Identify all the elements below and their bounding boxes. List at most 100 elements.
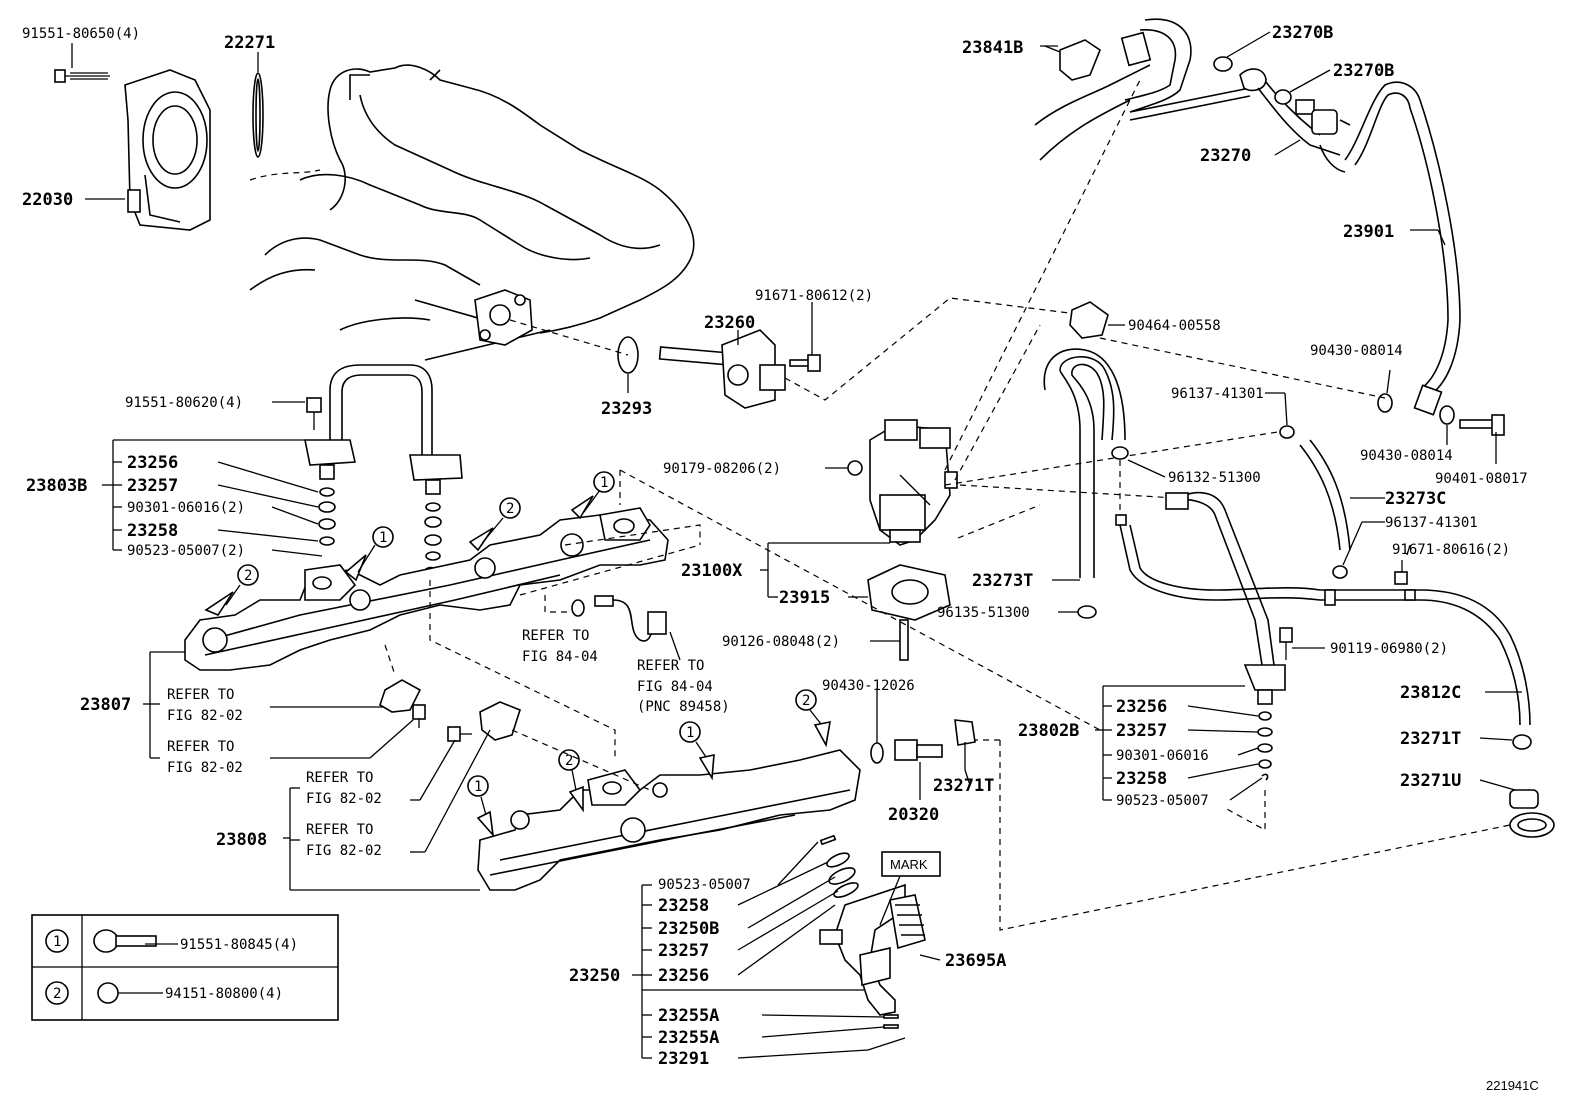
- label-96137-41301-a: 96137-41301: [1171, 386, 1264, 402]
- label-23257-left: 23257: [127, 476, 178, 496]
- label-23256-left: 23256: [127, 453, 178, 473]
- fig-82-02-3: FIG 82-02: [306, 791, 382, 807]
- label-23915: 23915: [779, 588, 830, 608]
- diagram-id: 221941C: [1486, 1078, 1539, 1093]
- label-90430-08014-a: 90430-08014: [1310, 343, 1403, 359]
- label-90126-08048: 90126-08048(2): [722, 634, 840, 650]
- label-23803B: 23803B: [26, 476, 87, 496]
- label-23271T-mid: 23271T: [933, 776, 994, 796]
- label-90401-08017: 90401-08017: [1435, 471, 1528, 487]
- label-23250B: 23250B: [658, 919, 719, 939]
- label-23802B: 23802B: [1018, 721, 1079, 741]
- label-90523-05007-bottom: 90523-05007: [658, 877, 751, 893]
- fig-82-02-2: FIG 82-02: [167, 760, 243, 776]
- label-23695A: 23695A: [945, 951, 1006, 971]
- intake-manifold-outline: [249, 64, 695, 361]
- label-23270: 23270: [1200, 146, 1251, 166]
- fuel-rail-23807: [184, 469, 1101, 760]
- gasket-22271: [252, 52, 264, 158]
- fig-84-04-2: FIG 84-04: [637, 679, 713, 695]
- part-labels: 91551-80650(4) 22271 22030 23841B 23270B…: [22, 23, 1539, 1093]
- label-23273T: 23273T: [972, 571, 1033, 591]
- label-90301-06016-left: 90301-06016(2): [127, 500, 245, 516]
- callout-2-c: 2: [565, 753, 573, 769]
- injector-23250: [819, 834, 941, 1051]
- label-23255A-1: 23255A: [658, 1006, 719, 1026]
- refer-to-3: REFER TO: [167, 687, 234, 703]
- label-91671-80612: 91671-80612(2): [755, 288, 873, 304]
- fig-82-02-1: FIG 82-02: [167, 708, 243, 724]
- label-96135-51300: 96135-51300: [937, 605, 1030, 621]
- label-90119-06980: 90119-06980(2): [1330, 641, 1448, 657]
- clip-90464-00558: [1069, 301, 1109, 339]
- o-ring-23293: [509, 319, 639, 393]
- fuel-pipe-23803B: [304, 364, 463, 576]
- legend-num-2: 2: [53, 986, 61, 1002]
- refer-to-4: REFER TO: [167, 739, 234, 755]
- bolt-91551-80650: [54, 43, 110, 83]
- label-90301-06016-right: 90301-06016: [1116, 748, 1209, 764]
- legend-part-2: 94151-80800(4): [165, 986, 283, 1002]
- label-23271U: 23271U: [1400, 771, 1461, 791]
- fuel-hoses-right: [960, 425, 1555, 931]
- label-96132-51300: 96132-51300: [1168, 470, 1261, 486]
- callout-1-d: 1: [686, 725, 694, 741]
- label-91551-80650: 91551-80650(4): [22, 26, 140, 42]
- label-23250: 23250: [569, 966, 620, 986]
- fuel-rail-23808: [447, 689, 861, 891]
- label-23258-right: 23258: [1116, 769, 1167, 789]
- label-90523-05007-left: 90523-05007(2): [127, 543, 245, 559]
- pnc-89458: (PNC 89458): [637, 699, 730, 715]
- callout-2-a: 2: [244, 568, 252, 584]
- legend-num-1: 1: [53, 934, 61, 950]
- sensor-20320: [870, 688, 976, 770]
- label-23255A-2: 23255A: [658, 1028, 719, 1048]
- label-23271T-right: 23271T: [1400, 729, 1461, 749]
- label-90179-08206: 90179-08206(2): [663, 461, 781, 477]
- callout-1-c: 1: [474, 779, 482, 795]
- callout-2-d: 2: [802, 693, 810, 709]
- label-23812C: 23812C: [1400, 683, 1461, 703]
- label-91671-80616: 91671-80616(2): [1392, 542, 1510, 558]
- label-23270B-1: 23270B: [1272, 23, 1333, 43]
- refer-to-5: REFER TO: [306, 770, 373, 786]
- label-23807: 23807: [80, 695, 131, 715]
- label-91551-80620: 91551-80620(4): [125, 395, 243, 411]
- label-23257-bottom: 23257: [658, 941, 709, 961]
- legend-table: [31, 914, 339, 1021]
- label-22271: 22271: [224, 33, 275, 53]
- leader-lines: [102, 31, 1522, 1059]
- hose-assembly-upper-right: [1034, 18, 1505, 436]
- label-23273C: 23273C: [1385, 489, 1446, 509]
- fig-84-04-1: FIG 84-04: [522, 649, 598, 665]
- label-23256-right: 23256: [1116, 697, 1167, 717]
- label-23291: 23291: [658, 1049, 709, 1069]
- refer-to-2: REFER TO: [637, 658, 704, 674]
- hose-23273T: [1043, 348, 1129, 619]
- label-23270B-2: 23270B: [1333, 61, 1394, 81]
- label-90523-05007-right: 90523-05007: [1116, 793, 1209, 809]
- throttle-body-22030: [85, 69, 211, 231]
- legend-part-1: 91551-80845(4): [180, 937, 298, 953]
- label-23258-bottom: 23258: [658, 896, 709, 916]
- mark-label: MARK: [890, 857, 928, 872]
- callout-1-b: 1: [600, 475, 608, 491]
- bracket-23807: [379, 679, 426, 728]
- label-90430-12026: 90430-12026: [822, 678, 915, 694]
- label-22030: 22030: [22, 190, 73, 210]
- label-90430-08014-b: 90430-08014: [1360, 448, 1453, 464]
- label-23841B: 23841B: [962, 38, 1023, 58]
- sensor-23260: [658, 297, 1086, 409]
- label-23808: 23808: [216, 830, 267, 850]
- label-20320: 20320: [888, 805, 939, 825]
- label-90464-00558: 90464-00558: [1128, 318, 1221, 334]
- fig-82-02-4: FIG 82-02: [306, 843, 382, 859]
- refer-to-1: REFER TO: [522, 628, 589, 644]
- label-23256-bottom: 23256: [658, 966, 709, 986]
- label-23293: 23293: [601, 399, 652, 419]
- callout-1-a: 1: [379, 530, 387, 546]
- label-23901: 23901: [1343, 222, 1394, 242]
- callout-2-b: 2: [506, 501, 514, 517]
